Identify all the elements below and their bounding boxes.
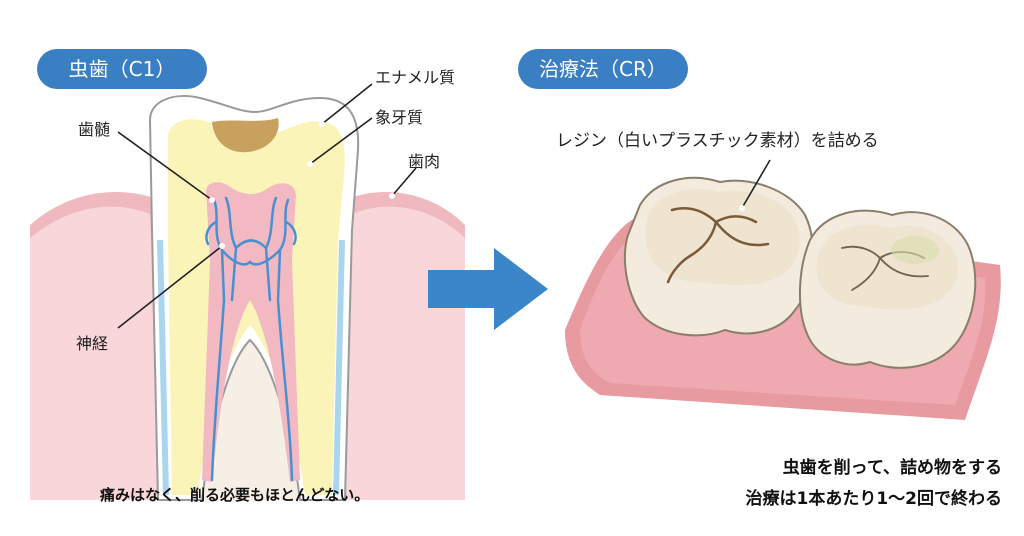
label-dentin: 象牙質: [375, 108, 424, 127]
molar-healthy-top: [816, 224, 958, 310]
leader-lines-left: [117, 83, 417, 329]
treatment-title: 治療法（CR）: [518, 49, 688, 89]
nerve-lines: [205, 196, 297, 482]
resin-label: レジン（白いプラスチック素材）を詰める: [556, 131, 879, 151]
root-membrane-right: [333, 239, 345, 496]
resin-filling: [666, 207, 770, 284]
label-gum: 歯肉: [408, 152, 441, 171]
decay-spot: [212, 118, 279, 153]
gum-right-inner: [342, 206, 465, 500]
molar-treated-top: [645, 189, 800, 286]
leader-dots-left: [209, 121, 395, 249]
label-nerve: 神経: [76, 334, 109, 353]
root-membrane-left: [157, 239, 169, 496]
caries-caption: 痛みはなく、削る必要もほとんどない。: [100, 486, 370, 504]
molar-healthy-shadow: [891, 236, 939, 264]
treatment-caption-line2: 治療は1本あたり1〜2回で終わる: [745, 489, 1003, 509]
caries-stage-title: 虫歯（C1）: [37, 49, 207, 89]
gum-left-inner: [30, 206, 165, 500]
arrow-right-icon: [428, 248, 548, 330]
resin-leader-dot: [739, 205, 745, 211]
tooth-pulp: [202, 182, 300, 482]
label-pulp: 歯髄: [78, 120, 111, 139]
treatment-caption-line1: 虫歯を削って、詰め物をする: [782, 458, 1002, 478]
label-enamel: エナメル質: [375, 68, 456, 87]
resin-leader-line: [741, 159, 771, 209]
